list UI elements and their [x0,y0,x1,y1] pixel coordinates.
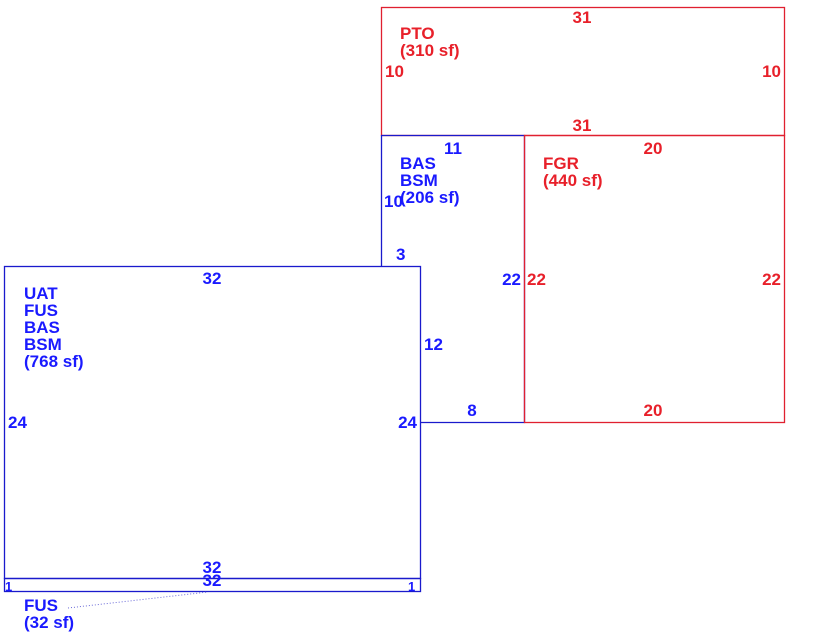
pto-area[interactable]: PTO (310 sf) 31 31 10 10 [380,6,786,137]
main-dim-top: 32 [203,269,222,288]
fus-strip-code: FUS [24,596,58,615]
fus-strip-area[interactable]: 32 1 1 FUS (32 sf) [3,571,422,632]
bas-upper-dim-notch: 3 [396,245,405,264]
bas-upper-code-2: BSM [400,171,438,190]
main-dim-right: 24 [398,413,417,432]
pto-code: PTO [400,24,435,43]
fgr-dim-top: 20 [644,139,663,158]
bas-upper-dim-left: 10 [384,192,403,211]
fgr-dim-bottom: 20 [644,401,663,420]
fgr-area-label: (440 sf) [543,171,603,190]
fgr-outline [523,134,786,424]
fus-strip-outline [3,577,422,593]
fus-strip-dim-left: 1 [5,579,12,594]
bas-upper-code-1: BAS [400,154,436,173]
bas-upper-area-label: (206 sf) [400,188,460,207]
main-code-2: FUS [24,301,58,320]
fus-strip-dim-top: 32 [203,571,222,590]
fgr-dim-right: 22 [762,270,781,289]
main-area-label: (768 sf) [24,352,84,371]
fgr-area[interactable]: FGR (440 sf) 20 20 22 22 [523,134,786,424]
fus-strip-leader [67,591,209,609]
bas-upper-dim-bottom: 8 [467,401,476,420]
pto-dim-right: 10 [762,62,781,81]
bas-upper-dim-top: 11 [444,139,462,158]
fus-strip-area-label: (32 sf) [24,613,74,632]
main-code-4: BSM [24,335,62,354]
bas-upper-area[interactable]: BAS BSM (206 sf) 11 10 3 22 12 8 [380,134,526,424]
pto-dim-top: 31 [573,8,592,27]
main-dim-bottom: 32 [203,558,222,577]
main-code-3: BAS [24,318,60,337]
pto-area-label: (310 sf) [400,41,460,60]
fus-strip-dim-right: 1 [408,579,415,594]
bas-upper-dim-right: 22 [502,270,521,289]
main-dim-left: 24 [8,413,27,432]
pto-dim-left: 10 [385,62,404,81]
pto-dim-bottom: 31 [573,116,592,135]
main-outline [3,265,422,580]
bas-upper-dim-inner: 12 [424,335,443,354]
main-area[interactable]: UAT FUS BAS BSM (768 sf) 32 32 24 24 [3,265,422,580]
fgr-dim-left: 22 [527,270,546,289]
main-code-1: UAT [24,284,58,303]
fgr-code: FGR [543,154,579,173]
